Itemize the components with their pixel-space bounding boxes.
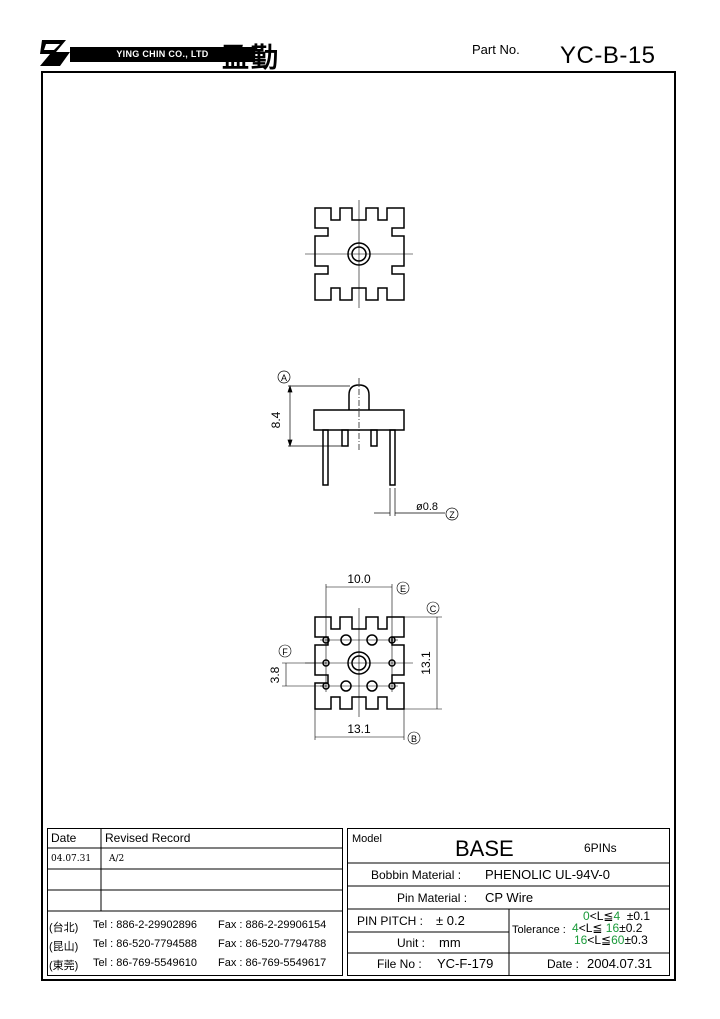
pin-count: 6PINs: [584, 841, 617, 855]
contact-tel: Tel : 86-520-7794588: [93, 938, 197, 950]
revision-record-header: Revised Record: [105, 831, 191, 845]
contact-location: (昆山): [49, 941, 79, 953]
side-view-body: [313, 409, 405, 431]
pin-pitch-value: ± 0.2: [436, 913, 465, 928]
part-number-label: Part No.: [472, 42, 520, 57]
tolerance-row-1: 0<L≦4 ±0.1: [583, 909, 651, 923]
dim-13-1-horizontal: 13.1: [347, 722, 371, 736]
contact-tel: Tel : 886-2-29902896: [93, 919, 197, 931]
contact-fax: Fax : 86-520-7794788: [218, 938, 327, 950]
pin-material-value: CP Wire: [485, 890, 534, 905]
dim-pin-diameter: ø0.8: [416, 501, 438, 513]
revision-row-record: A/2: [109, 854, 125, 864]
file-no-value: YC-F-179: [437, 956, 494, 971]
dim-13-1-vertical: 13.1: [419, 651, 433, 675]
pin-pitch-label: PIN PITCH :: [357, 914, 424, 928]
tolerance-row-2: 4<L≦ 16±0.2: [572, 921, 643, 935]
company-logo: YING CHIN CO., LTD: [40, 38, 270, 68]
contact-fax: Fax : 886-2-29906154: [218, 919, 327, 931]
spec-table: Model BASE 6PINs Bobbin Material : PHENO…: [347, 828, 670, 976]
ref-z: Z: [449, 510, 455, 520]
contact-location: (台北): [49, 922, 79, 934]
dim-height: 8.4: [269, 411, 283, 428]
revision-table: Date Revised Record 04.07.31 A/2 (台北) Te…: [47, 828, 343, 976]
contact-location: (東莞): [49, 960, 79, 972]
bobbin-material-label: Bobbin Material :: [371, 868, 462, 882]
ref-e: E: [400, 584, 406, 594]
unit-value: mm: [439, 935, 461, 950]
file-no-label: File No :: [377, 957, 422, 971]
dim-3-8: 3.8: [268, 666, 282, 683]
bobbin-material-value: PHENOLIC UL-94V-0: [485, 867, 610, 882]
part-number-value: YC-B-15: [560, 42, 656, 69]
ref-f: F: [282, 647, 288, 657]
logo-mark-icon: [40, 40, 70, 66]
ref-a: A: [281, 373, 287, 383]
dim-width-10: 10.0: [347, 572, 371, 586]
date-value: 2004.07.31: [587, 956, 653, 971]
pin-material-label: Pin Material :: [397, 891, 468, 905]
unit-label: Unit :: [397, 936, 426, 950]
side-view-pin-left: [322, 429, 329, 486]
ref-b: B: [411, 734, 417, 744]
ref-c: C: [430, 604, 437, 614]
revision-date-header: Date: [51, 831, 77, 845]
side-view-pin-right: [389, 429, 396, 486]
tolerance-label: Tolerance :: [512, 924, 566, 936]
model-value: BASE: [455, 836, 514, 861]
top-view-outline: [314, 207, 405, 301]
tolerance-row-3: 16<L≦60±0.3: [574, 933, 648, 947]
company-name: YING CHIN CO., LTD: [70, 47, 255, 62]
contact-fax: Fax : 86-769-5549617: [218, 957, 327, 969]
date-label: Date :: [547, 957, 580, 971]
model-label: Model: [352, 833, 382, 845]
contact-tel: Tel : 86-769-5549610: [93, 957, 197, 969]
company-name-cn: 盈勤: [222, 43, 280, 74]
side-view-boss: [348, 384, 370, 410]
revision-row-date: 04.07.31: [51, 854, 92, 864]
drawing-frame: [41, 71, 676, 981]
